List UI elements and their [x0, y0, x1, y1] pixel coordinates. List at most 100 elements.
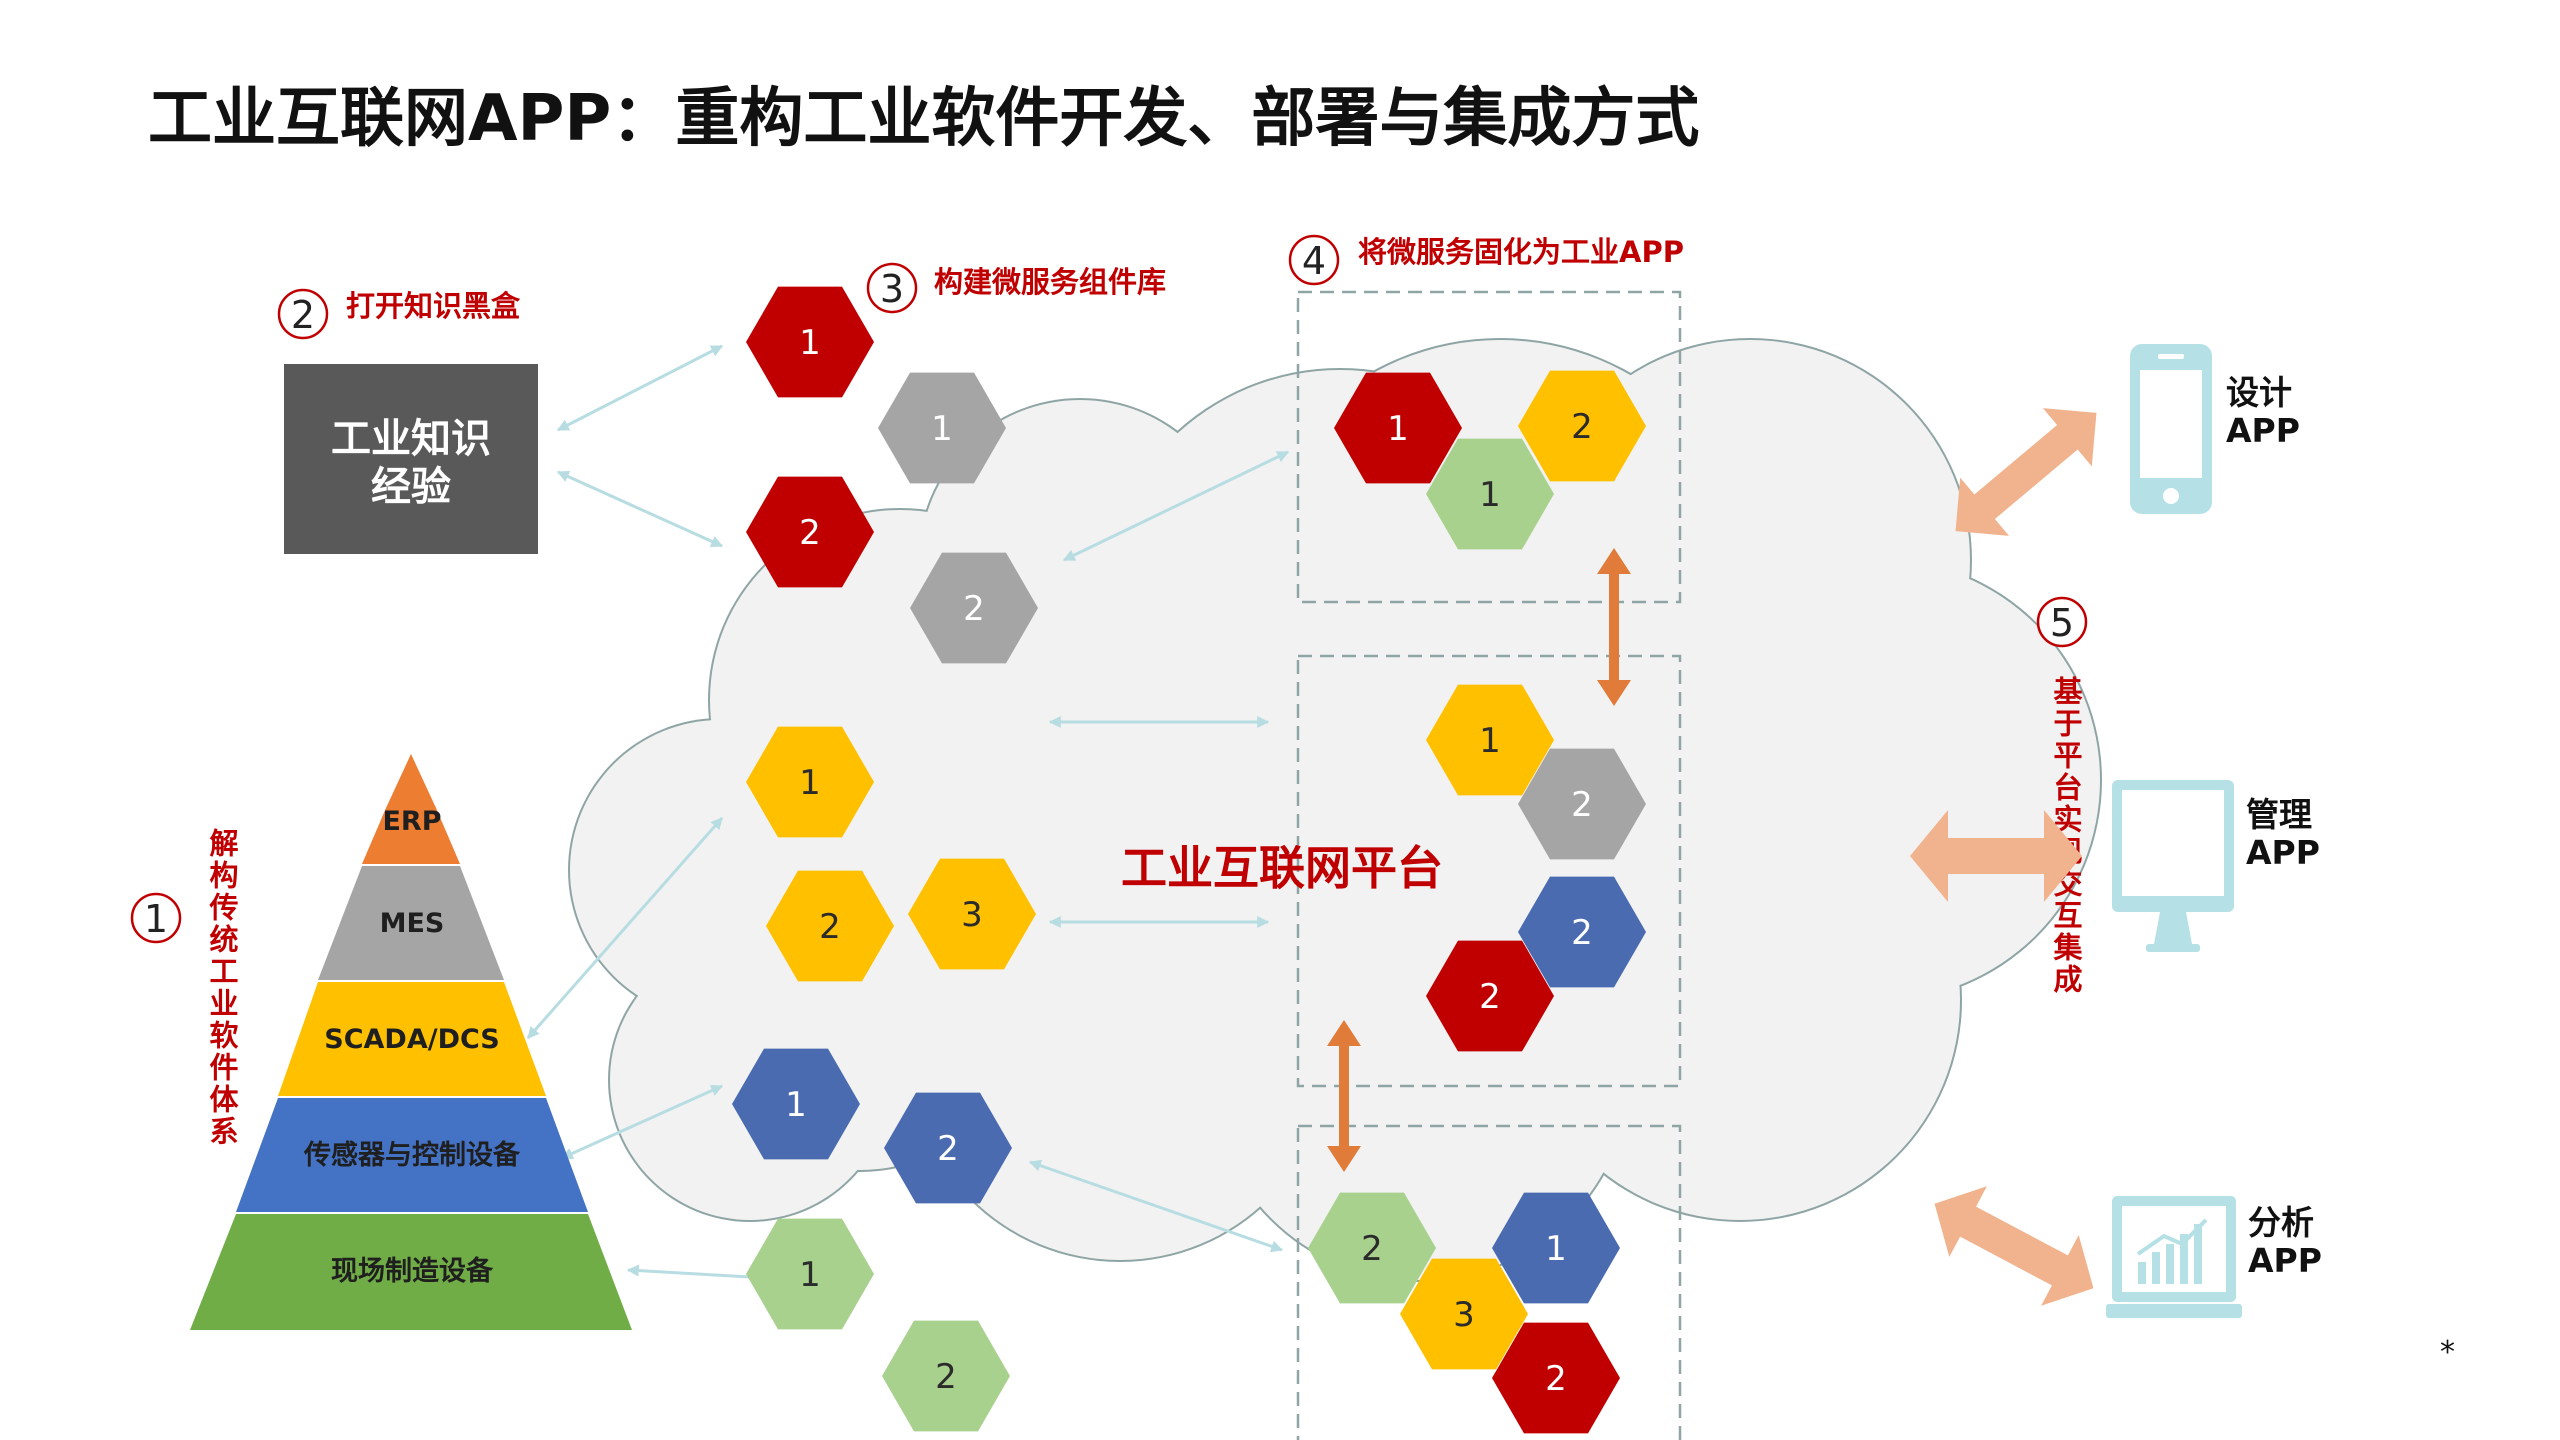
step-number-2: 2	[291, 293, 315, 337]
pyramid-layer-scada	[278, 982, 546, 1096]
knowledge-box	[284, 364, 538, 554]
smartphone-icon	[2130, 344, 2212, 514]
app-group-box-1	[1296, 290, 1682, 604]
pyramid-label-erp: ERP	[382, 806, 441, 837]
step-label-4: 将微服务固化为工业APP	[1358, 235, 1684, 269]
hexagon-label: 2	[935, 1357, 957, 1397]
hexagon-label: 1	[1479, 721, 1501, 761]
hexagon-shape	[1492, 1322, 1620, 1434]
hexagon-label: 2	[1361, 1229, 1383, 1269]
hexagon-label: 2	[1479, 977, 1501, 1017]
orange-double-arrow-upper	[1597, 548, 1631, 706]
hexagon-shape	[884, 1092, 1012, 1204]
microservice-hexagon: 1	[878, 372, 1006, 484]
connector-arrow	[1062, 450, 1290, 562]
app-group-box-3	[1296, 1124, 1682, 1440]
hexagon-shape	[766, 870, 894, 982]
microservice-hexagon: 2	[766, 870, 894, 982]
app-group-1-hexagon: 2	[1518, 370, 1646, 482]
step-marker-1: 1	[130, 892, 182, 944]
app-group-3-hexagon: 2	[1492, 1322, 1620, 1434]
app-exchange-arrow-design	[1955, 408, 2097, 536]
step-marker-2: 2	[277, 288, 329, 340]
hexagon-label: 3	[1453, 1295, 1475, 1335]
app-group-2-hexagon: 2	[1426, 940, 1554, 1052]
microservice-hexagon: 2	[910, 552, 1038, 664]
hexagon-label: 2	[1571, 913, 1593, 953]
step-marker-4: 4	[1288, 234, 1340, 286]
hexagon-shape	[1308, 1192, 1436, 1304]
hexagon-shape	[1492, 1192, 1620, 1304]
step-label-2: 打开知识黑盒	[346, 289, 521, 323]
app-label-manage-line1: 管理	[2246, 795, 2312, 834]
orange-double-arrow-lower	[1327, 1020, 1361, 1172]
app-group-2-hexagon: 1	[1426, 684, 1554, 796]
software-pyramid: ERP MES SCADA/DCS 传感器与控制设备 现场制造设备	[190, 754, 632, 1330]
hexagon-shape	[1426, 684, 1554, 796]
app-group-3-hexagon: 1	[1492, 1192, 1620, 1304]
step-label-3: 构建微服务组件库	[934, 265, 1166, 299]
hexagon-label: 1	[1387, 409, 1409, 449]
knowledge-box-line2: 经验	[371, 464, 451, 510]
hexagon-label: 2	[1571, 785, 1593, 825]
pyramid-label-mes: MES	[380, 908, 445, 939]
hexagon-label: 1	[785, 1085, 807, 1125]
hexagon-label: 2	[937, 1129, 959, 1169]
app-group-3-hexagon: 3	[1400, 1258, 1528, 1370]
step-marker-5: 5	[2036, 596, 2088, 648]
pyramid-layer-mes	[318, 866, 504, 980]
hexagon-label: 2	[1571, 407, 1593, 447]
hexagon-label: 1	[931, 409, 953, 449]
connector-arrow	[626, 1264, 770, 1284]
app-label-analyze-line2: APP	[2248, 1241, 2322, 1280]
hexagon-shape	[732, 1048, 860, 1160]
hexagon-label: 1	[799, 763, 821, 803]
step-number-1: 1	[144, 897, 168, 941]
step-marker-3: 3	[866, 262, 918, 314]
step-number-3: 3	[880, 267, 904, 311]
app-group-1-hexagon: 1	[1426, 438, 1554, 550]
app-label-analyze-line1: 分析	[2248, 1203, 2314, 1242]
app-exchange-arrow-analyze	[1934, 1186, 2094, 1306]
hexagon-shape	[1400, 1258, 1528, 1370]
app-group-1-hexagon: 1	[1334, 372, 1462, 484]
pyramid-label-scada: SCADA/DCS	[324, 1024, 500, 1055]
platform-label: 工业互联网平台	[1121, 841, 1443, 895]
hexagon-shape	[1426, 940, 1554, 1052]
hexagon-label: 2	[819, 907, 841, 947]
hexagon-shape	[746, 726, 874, 838]
app-group-2-hexagon: 2	[1518, 748, 1646, 860]
app-label-design-line2: APP	[2226, 411, 2300, 450]
microservice-hexagon: 2	[746, 476, 874, 588]
hexagon-label: 2	[799, 513, 821, 553]
microservice-hexagon: 1	[732, 1048, 860, 1160]
microservice-component-library: 1 1 2 2 1 2 3 1 2 1 2	[732, 286, 1038, 1432]
monitor-icon	[2112, 780, 2234, 952]
pyramid-layer-field	[190, 1214, 632, 1330]
hexagon-label: 1	[799, 323, 821, 363]
connector-arrow	[560, 1084, 724, 1160]
hexagon-shape	[878, 372, 1006, 484]
pyramid-label-field: 现场制造设备	[331, 1256, 494, 1287]
pyramid-layer-sensors	[236, 1098, 588, 1212]
hexagon-shape	[1426, 438, 1554, 550]
hexagon-label: 3	[961, 895, 983, 935]
pyramid-label-sensors: 传感器与控制设备	[303, 1139, 521, 1171]
microservice-hexagon: 3	[908, 858, 1036, 970]
microservice-hexagon: 1	[746, 726, 874, 838]
hexagon-shape	[1518, 748, 1646, 860]
page-title: 工业互联网APP：重构工业软件开发、部署与集成方式	[148, 82, 1699, 156]
hexagon-label: 1	[799, 1255, 821, 1295]
app-label-design-line1: 设计	[2226, 373, 2292, 412]
connector-arrow	[556, 344, 724, 432]
hexagon-shape	[746, 286, 874, 398]
hexagon-shape	[1518, 876, 1646, 988]
app-exchange-arrow-manage	[1910, 810, 2082, 902]
microservice-hexagon: 2	[884, 1092, 1012, 1204]
hexagon-label: 2	[1545, 1359, 1567, 1399]
app-group-2-hexagon: 2	[1518, 876, 1646, 988]
analytics-laptop-icon	[2106, 1196, 2242, 1318]
hexagon-shape	[910, 552, 1038, 664]
hexagon-label: 1	[1545, 1229, 1567, 1269]
